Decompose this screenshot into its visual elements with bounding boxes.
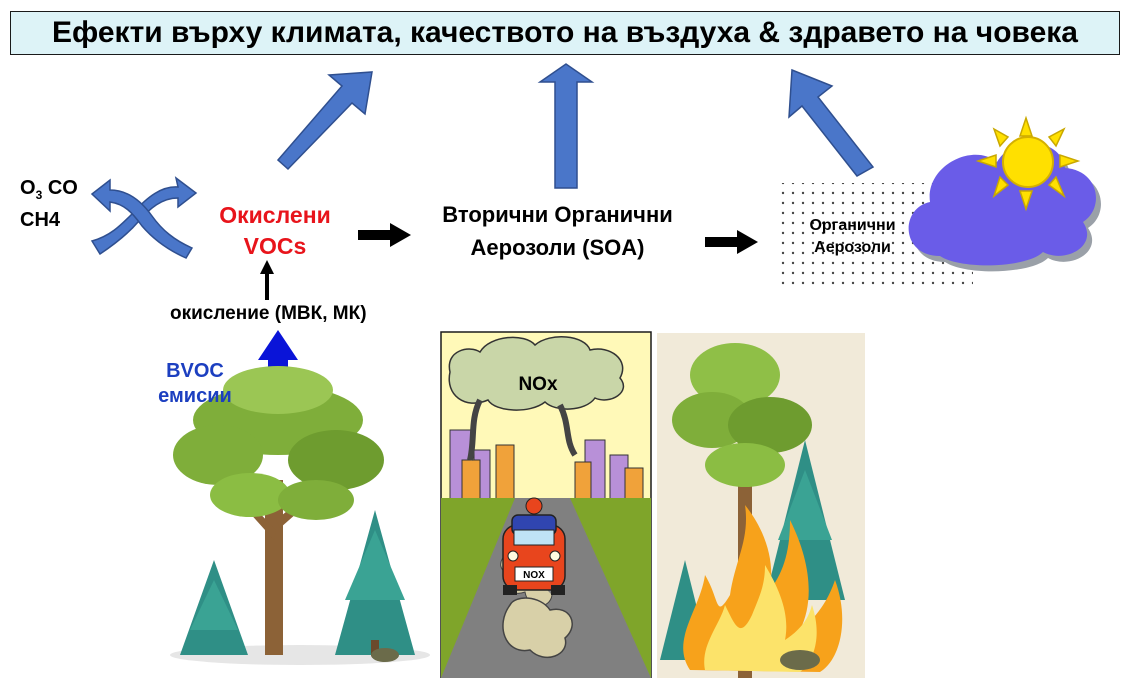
forest-fire-illustration xyxy=(657,333,865,678)
organic-aerosols-line2: Аерозоли xyxy=(814,239,891,256)
bvoc-emissions-label: BVOC емисии xyxy=(150,359,240,409)
soa-line1: Вторични Органични xyxy=(442,202,673,227)
city-traffic-illustration: NOX xyxy=(440,331,652,678)
oxidation-label: окисление (МВК, МК) xyxy=(170,303,367,324)
arrow-center-up xyxy=(537,63,595,189)
soa-label: Вторични Органични Аерозоли (SOA) xyxy=(405,198,710,264)
organic-aerosols-label: Органични Аерозоли xyxy=(790,215,915,259)
bvoc-line2: емисии xyxy=(158,385,232,407)
arrow-voc-to-soa xyxy=(358,223,411,247)
o3-subscript: 3 xyxy=(35,188,43,202)
sun-icon xyxy=(975,115,1081,212)
soa-line2: Аерозоли (SOA) xyxy=(470,235,645,260)
car-icon: NOX xyxy=(502,497,566,595)
co-label: CO xyxy=(47,177,78,199)
bvoc-line1: BVOC xyxy=(166,360,224,382)
ch4-label: CH4 xyxy=(20,209,61,231)
arrow-left-up xyxy=(276,71,373,171)
arrow-oxidation-up xyxy=(260,260,274,300)
arrow-right-up xyxy=(788,68,875,177)
o3-label: O xyxy=(20,177,36,199)
exchange-arrows-icon xyxy=(90,176,198,259)
forest-illustration xyxy=(170,366,430,665)
car-plate: NOX xyxy=(523,570,545,581)
nox-cloud-label: NOx xyxy=(518,374,558,395)
trace-gases-label: O3 CO CH4 xyxy=(20,176,78,233)
organic-aerosols-line1: Органични xyxy=(809,217,896,234)
oxidized-vocs-line2: VOCs xyxy=(243,233,307,259)
page-title: Ефекти върху климата, качеството на възд… xyxy=(10,11,1120,55)
oxidized-vocs-label: Окислени VOCs xyxy=(200,200,350,262)
oxidized-vocs-line1: Окислени xyxy=(219,202,331,228)
arrow-soa-to-aerosols xyxy=(705,230,758,254)
